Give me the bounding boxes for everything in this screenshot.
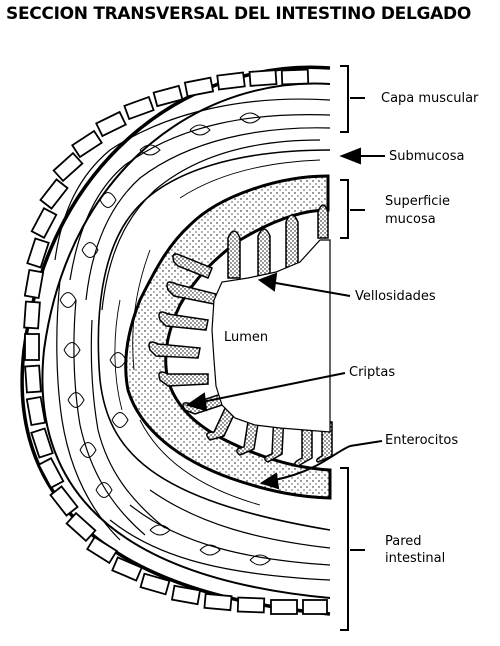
muscle-fibers — [54, 98, 331, 581]
label-vellosidades: Vellosidades — [355, 289, 436, 304]
muscle-layer-boundary — [97, 149, 331, 531]
muscle-cell-blocks — [23, 68, 328, 615]
label-intestinal: intestinal — [385, 551, 446, 566]
label-pared: Pared — [385, 534, 422, 549]
label-enterocitos: Enterocitos — [385, 433, 459, 448]
label-submucosa: Submucosa — [389, 149, 465, 164]
villi — [148, 204, 333, 467]
brackets — [340, 65, 349, 631]
label-superficie: Superficie — [385, 194, 451, 209]
diagram-title: SECCION TRANSVERSAL DEL INTESTINO DELGAD… — [6, 4, 471, 24]
muscle-band-inner-line — [41, 82, 331, 599]
muscle-lens-cells — [59, 112, 271, 566]
label-lumen: Lumen — [224, 330, 269, 345]
label-mucosa: mucosa — [385, 212, 436, 227]
pointer-arrows — [185, 97, 385, 551]
label-criptas: Criptas — [349, 365, 396, 380]
label-capa-muscular: Capa muscular — [381, 91, 479, 106]
